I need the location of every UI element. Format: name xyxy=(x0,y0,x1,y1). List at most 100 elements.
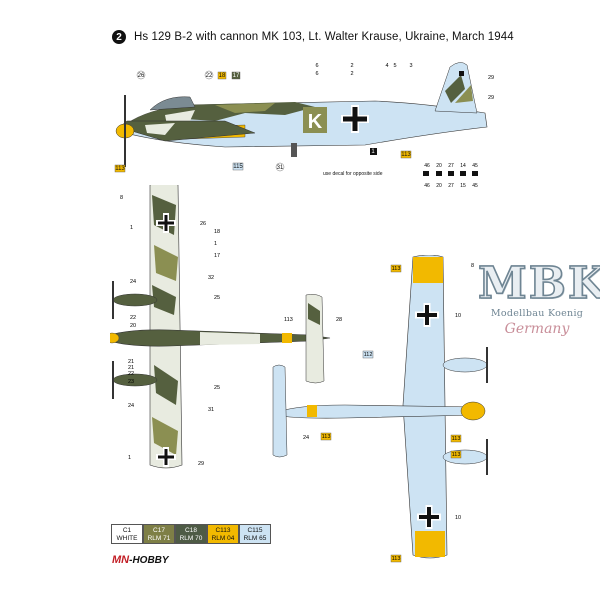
svg-text:113: 113 xyxy=(115,166,125,172)
svg-text:6: 6 xyxy=(315,63,318,69)
svg-text:8: 8 xyxy=(120,195,123,201)
svg-text:3: 3 xyxy=(409,63,412,69)
side-top-numbers: 6 6 2 2 4 5 3 29 29 xyxy=(315,63,494,101)
svg-text:24: 24 xyxy=(128,403,134,409)
top-fuselage-band xyxy=(282,333,292,343)
top-wing-cross-1 xyxy=(156,213,176,233)
top-wing-camo-2 xyxy=(154,245,178,281)
brand-prefix: MN xyxy=(112,554,130,566)
top-nacelle-right xyxy=(112,373,158,387)
top-wing-camo-4 xyxy=(154,365,178,405)
svg-text:26: 26 xyxy=(200,221,206,227)
svg-text:113: 113 xyxy=(392,556,401,562)
svg-text:21: 21 xyxy=(128,359,134,365)
svg-text:18: 18 xyxy=(219,73,226,79)
svg-text:113: 113 xyxy=(452,452,461,458)
svg-text:2: 2 xyxy=(350,63,353,69)
title-row: 2 Hs 129 B-2 with cannon MK 103, Lt. Wal… xyxy=(112,30,514,44)
svg-text:10: 10 xyxy=(455,313,461,319)
small-icon-markers xyxy=(423,171,478,176)
svg-text:5: 5 xyxy=(393,63,396,69)
mbk-logo-main: MBK xyxy=(477,258,600,309)
page-title: Hs 129 B-2 with cannon MK 103, Lt. Walte… xyxy=(134,31,514,43)
svg-text:24: 24 xyxy=(303,435,309,441)
svg-text:27: 27 xyxy=(448,183,454,189)
side-profile: K 26 22 18 17 113 115 31 1 113 6 6 2 2 xyxy=(114,62,494,189)
bottom-fuselage xyxy=(274,404,482,419)
svg-text:113: 113 xyxy=(401,152,411,158)
bottom-nose-yellow xyxy=(460,401,486,421)
decal-note: use decal for opposite side xyxy=(323,171,383,177)
svg-text:1: 1 xyxy=(130,225,133,231)
svg-text:15: 15 xyxy=(460,183,466,189)
mbk-logo-sub: Modellbau Koenig xyxy=(490,308,584,319)
top-fuselage-camo xyxy=(200,332,260,345)
svg-text:46: 46 xyxy=(424,183,430,189)
svg-text:115: 115 xyxy=(233,164,243,170)
top-spinner-nose xyxy=(110,332,120,344)
code-letter: K xyxy=(308,111,323,133)
svg-text:113: 113 xyxy=(392,266,401,272)
svg-text:8: 8 xyxy=(471,263,474,269)
svg-text:113: 113 xyxy=(284,317,293,323)
svg-text:26: 26 xyxy=(138,73,145,79)
svg-text:20: 20 xyxy=(436,163,442,169)
svg-text:31: 31 xyxy=(277,165,284,171)
tail-marking xyxy=(459,71,464,76)
svg-text:22: 22 xyxy=(206,73,213,79)
canopy xyxy=(149,96,196,111)
svg-text:17: 17 xyxy=(214,253,220,259)
svg-text:113: 113 xyxy=(322,434,331,440)
svg-text:29: 29 xyxy=(488,95,494,101)
svg-text:22: 22 xyxy=(130,315,136,321)
svg-text:1: 1 xyxy=(371,149,375,155)
svg-text:25: 25 xyxy=(214,295,220,301)
svg-text:6: 6 xyxy=(315,71,318,77)
bottom-wing-cross-2 xyxy=(417,505,441,529)
svg-text:46: 46 xyxy=(424,163,430,169)
svg-text:29: 29 xyxy=(488,75,494,81)
bottom-callouts: 113 8 10 112 113 113 24 113 10 113 xyxy=(303,263,474,563)
svg-text:14: 14 xyxy=(460,163,466,169)
svg-text:113: 113 xyxy=(452,436,461,442)
svg-text:31: 31 xyxy=(208,407,214,413)
svg-text:24: 24 xyxy=(130,279,136,285)
bottom-wing-cross-1 xyxy=(415,303,439,327)
profile-number-badge: 2 xyxy=(112,30,126,44)
mbk-logo-country: Germany xyxy=(504,321,570,337)
top-callouts: 8 1 26 18 1 17 24 32 25 22 20 21 113 28 … xyxy=(120,195,342,467)
side-bottom-numbers: 46 20 27 14 45 46 20 27 15 45 xyxy=(424,163,478,189)
bottom-nacelle-left xyxy=(442,357,488,373)
brand-logo: MN-HOBBY xyxy=(112,554,169,566)
bottom-wingtip-bottom xyxy=(415,531,445,557)
svg-text:1: 1 xyxy=(128,455,131,461)
bottom-fuselage-band xyxy=(307,405,317,417)
top-wing-camo-3 xyxy=(152,285,176,315)
side-callouts: 26 22 18 17 113 115 31 1 113 xyxy=(114,70,411,173)
bottom-tailplane xyxy=(272,364,288,458)
top-tail-camo xyxy=(308,303,320,325)
mbk-logo: MBK Modellbau Koenig Germany xyxy=(477,258,600,337)
top-view: 8 1 26 18 1 17 24 32 25 22 20 21 113 28 … xyxy=(110,185,342,469)
svg-text:25: 25 xyxy=(214,385,220,391)
svg-text:10: 10 xyxy=(455,515,461,521)
fuselage-cross xyxy=(341,105,369,133)
tail-camo xyxy=(445,75,465,103)
svg-text:20: 20 xyxy=(130,323,136,329)
svg-text:45: 45 xyxy=(472,183,478,189)
svg-text:29: 29 xyxy=(198,461,204,467)
svg-text:21: 21 xyxy=(128,365,134,371)
top-wing-cross-2 xyxy=(156,447,176,467)
tail-camo-2 xyxy=(455,85,473,103)
svg-text:2: 2 xyxy=(350,71,353,77)
top-wing-camo-5 xyxy=(152,417,178,455)
svg-text:112: 112 xyxy=(364,352,373,358)
svg-text:1: 1 xyxy=(214,241,217,247)
code-letter-box xyxy=(303,107,327,133)
